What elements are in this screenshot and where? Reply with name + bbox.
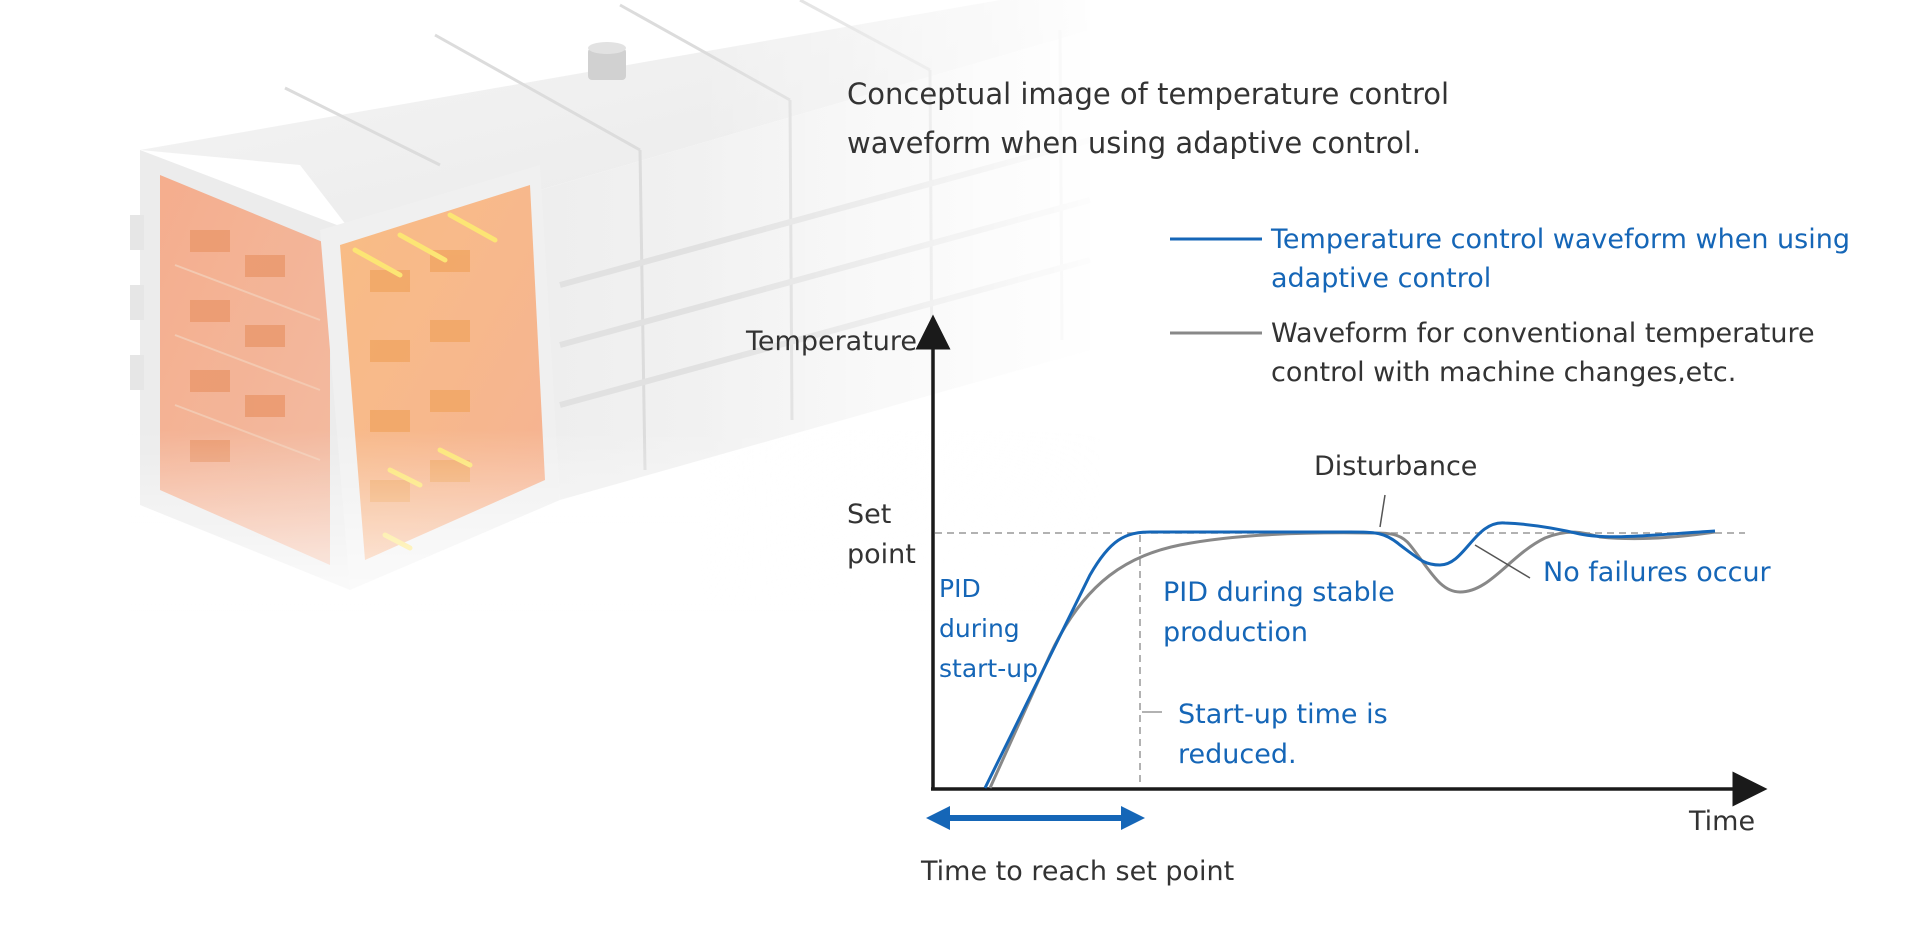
pid-stable-label-2: production xyxy=(1163,617,1308,648)
legend: Temperature control waveform when using … xyxy=(1170,224,1850,388)
caption-line-2: waveform when using adaptive control. xyxy=(847,126,1422,160)
no-failures-leader xyxy=(1474,544,1531,579)
disturbance-label: Disturbance xyxy=(1314,451,1477,482)
heater-block-illustration xyxy=(0,0,1120,650)
disturbance-leader xyxy=(1379,494,1386,528)
startup-reduced-label-2: reduced. xyxy=(1178,739,1297,770)
pid-stable-label-1: PID during stable xyxy=(1163,577,1395,608)
no-failures-label: No failures occur xyxy=(1543,557,1772,588)
adaptive-waveform xyxy=(983,521,1716,789)
startup-reduced-label-1: Start-up time is xyxy=(1178,699,1388,730)
set-point-label-2: point xyxy=(847,539,916,570)
legend-label-conventional-2: control with machine changes,etc. xyxy=(1271,357,1736,388)
legend-label-adaptive-2: adaptive control xyxy=(1271,263,1491,294)
legend-label-adaptive-1: Temperature control waveform when using xyxy=(1270,224,1850,255)
x-axis-label: Time xyxy=(1688,806,1755,837)
legend-label-conventional-1: Waveform for conventional temperature xyxy=(1271,318,1815,349)
pid-startup-label-2: during xyxy=(939,614,1020,643)
pid-startup-label-3: start-up xyxy=(939,654,1038,683)
time-to-set-label: Time to reach set point xyxy=(920,856,1234,887)
annotations: Disturbance No failures occur PID during… xyxy=(939,451,1772,770)
pid-startup-label-1: PID xyxy=(939,574,981,603)
set-point-label-1: Set xyxy=(847,499,891,530)
figure-caption: Conceptual image of temperature control … xyxy=(847,70,1527,168)
axes: Temperature Time Set point xyxy=(745,314,1768,837)
y-axis-label: Temperature xyxy=(745,326,917,357)
caption-line-1: Conceptual image of temperature control xyxy=(847,77,1450,111)
time-to-set-arrow xyxy=(926,806,1145,830)
